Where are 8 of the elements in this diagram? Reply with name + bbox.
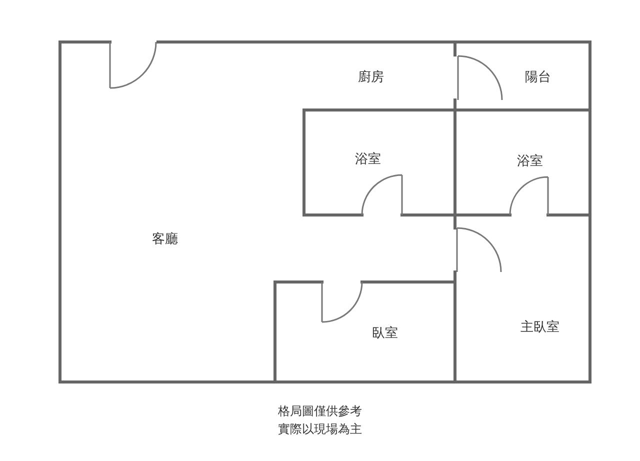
room-label: 客廳: [152, 232, 178, 248]
caption: 格局圖僅供參考實際以現場為主: [276, 403, 363, 438]
room-label: 主臥室: [520, 320, 560, 336]
room-label: 廚房: [358, 70, 384, 86]
room-label: 浴室: [355, 152, 381, 168]
room-label: 陽台: [525, 70, 551, 86]
room-label: 浴室: [517, 154, 543, 170]
room-label: 臥室: [372, 326, 398, 342]
